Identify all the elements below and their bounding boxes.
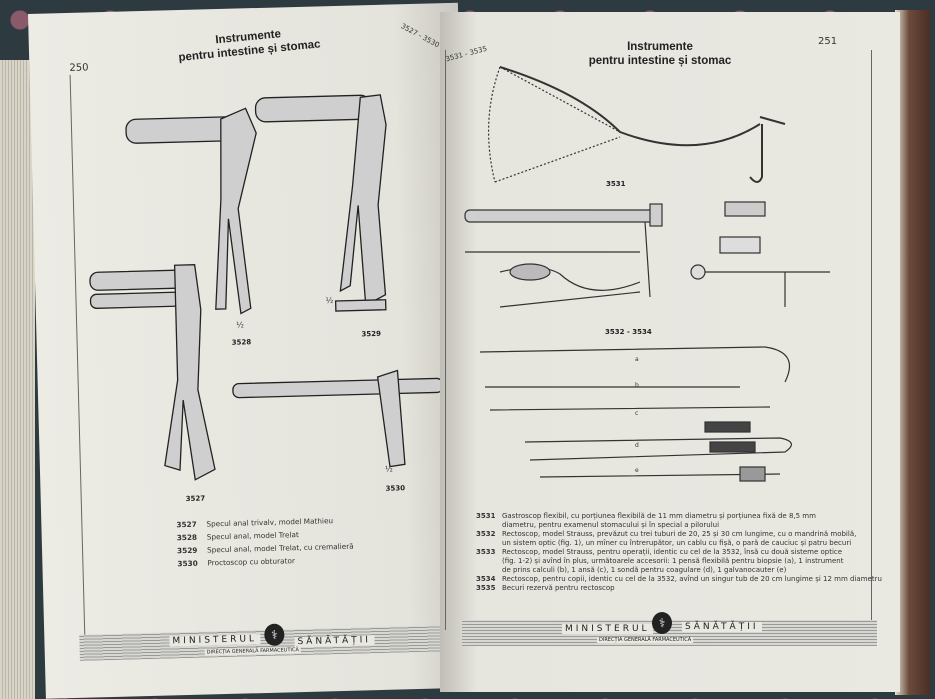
speculum-3527-handles xyxy=(164,264,216,481)
part-letter: a xyxy=(635,356,639,363)
ministry-banner: MINISTERUL ⚕ SĂNĂTĂȚII DIRECȚIA GENERALĂ… xyxy=(462,612,877,646)
rubber-bulb xyxy=(509,263,551,281)
figure-label: 3530 xyxy=(385,484,406,493)
ratchet xyxy=(334,299,387,312)
speculum-3527-blade xyxy=(89,291,182,309)
gastroscope-fan xyxy=(487,66,621,183)
book-cover-edge xyxy=(895,10,930,695)
speculum-3528-handles xyxy=(215,107,257,315)
description-line: (fig. 1-2) și avînd în plus, următoarele… xyxy=(502,557,844,565)
scale-mark: ½ xyxy=(236,320,245,330)
left-page: 250 Instrumente pentru intestine și stom… xyxy=(28,2,476,699)
part-letter: b xyxy=(635,382,639,389)
scale-mark: ½ xyxy=(325,296,334,306)
description-line: de prins calculi (b), 1 ansă (c), 1 sond… xyxy=(502,566,787,574)
rectoscope-tube xyxy=(464,209,656,223)
page-number: 251 xyxy=(818,36,838,47)
figure-label: 3532 - 3534 xyxy=(605,328,652,336)
proctoscope-tube xyxy=(232,377,444,399)
page-frame xyxy=(445,50,872,630)
figure-label: 3527 xyxy=(185,494,206,504)
figure-label: 3529 xyxy=(361,329,382,339)
figure-label: 3531 xyxy=(606,180,626,188)
scale-mark: ½ xyxy=(384,464,393,474)
page-title: Instrumente pentru intestine și stomac xyxy=(560,40,760,68)
description-line: un sistem optic (fig. 1), un mîner cu în… xyxy=(502,539,852,547)
part-letter: e xyxy=(635,467,639,474)
proctoscope-handle xyxy=(376,369,406,468)
instrument-illustrations xyxy=(89,94,444,481)
galvanocautery-handle xyxy=(704,421,751,433)
caduceus-logo-icon: ⚕ xyxy=(264,623,285,647)
right-page: 251 Instrumente pentru intestine și stom… xyxy=(440,12,900,692)
caduceus-logo-icon: ⚕ xyxy=(652,612,672,634)
title-line: pentru intestine și stomac xyxy=(588,55,732,67)
speculum-3529-tube xyxy=(254,94,372,123)
page-stack-edge xyxy=(0,60,35,699)
part-letter: d xyxy=(635,442,639,449)
description-line: diametru, pentru examenul stomacului și … xyxy=(502,521,720,529)
part-letter: c xyxy=(635,410,639,417)
instrument-illustrations xyxy=(464,66,830,482)
speculum-3529-handles xyxy=(339,94,387,307)
gastroscope xyxy=(499,66,761,147)
title-line: Instrumente xyxy=(627,41,693,53)
speculum-3528-tube xyxy=(125,116,237,144)
figure-label: 3528 xyxy=(231,338,252,347)
